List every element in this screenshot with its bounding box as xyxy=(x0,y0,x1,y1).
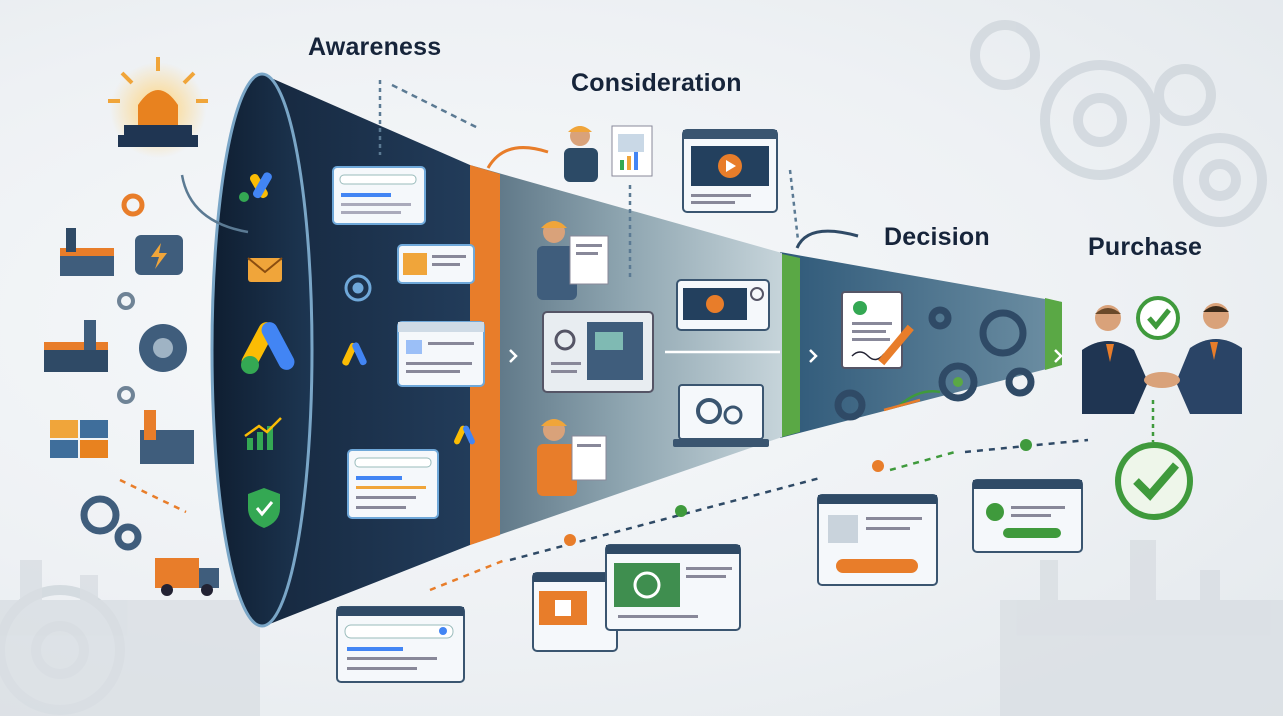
text-ad-card xyxy=(397,321,485,387)
factory-icon xyxy=(60,228,114,276)
search-results-card xyxy=(336,606,465,683)
laptop-gears-icon xyxy=(673,384,769,447)
google-ads-icon xyxy=(342,342,367,366)
band-chevrons xyxy=(509,349,1063,363)
gear-icon xyxy=(117,386,135,404)
stage-label-purchase: Purchase xyxy=(1088,233,1203,261)
engine-icon xyxy=(135,235,183,275)
google-ads-icon xyxy=(454,425,475,445)
gear-icon xyxy=(121,193,145,217)
video-browser-icon xyxy=(682,129,778,213)
email-icon xyxy=(247,257,283,282)
google-ads-icon xyxy=(241,322,295,374)
gears-icon xyxy=(834,306,1035,421)
awareness-icons xyxy=(239,172,295,528)
video-ad-card xyxy=(532,572,618,652)
confirmation-card xyxy=(972,479,1083,553)
alert-beacon-icon xyxy=(108,57,208,158)
checkmark-icon xyxy=(1115,442,1193,520)
growth-chart-icon xyxy=(244,417,282,450)
handshake-icon xyxy=(1082,303,1242,414)
search-results-card xyxy=(347,449,439,519)
contract-signing-icon xyxy=(841,291,914,369)
search-ad-card xyxy=(332,166,426,225)
engineer-clipboard-icon xyxy=(537,419,607,496)
delivery-truck-icon xyxy=(155,558,219,596)
factory-icon xyxy=(140,410,194,464)
bottom-cards xyxy=(336,479,1083,683)
stage-label-decision: Decision xyxy=(884,223,990,251)
engine-block-icon xyxy=(139,324,187,372)
machinery-icon xyxy=(542,311,654,393)
decision-icons xyxy=(834,291,1035,421)
left-column-icons xyxy=(44,57,219,596)
gear-target-icon xyxy=(344,274,372,302)
consideration-icons xyxy=(537,125,778,496)
engineer-clipboard-icon xyxy=(564,125,653,182)
engineer-clipboard-icon xyxy=(537,221,609,300)
gear-icon xyxy=(117,292,135,310)
checkmark-icon xyxy=(1136,296,1180,340)
stage-label-consideration: Consideration xyxy=(571,69,742,97)
shield-check-icon xyxy=(248,488,280,528)
image-ad-card xyxy=(397,244,475,284)
factory-icon xyxy=(44,320,108,372)
video-player-icon xyxy=(676,279,770,331)
gears-icon xyxy=(80,495,142,551)
purchase-icons xyxy=(1082,296,1242,520)
decision-green-band xyxy=(782,254,800,437)
awareness-cards xyxy=(332,166,485,519)
google-ads-icon xyxy=(239,172,272,202)
container-stack-icon xyxy=(50,420,108,458)
stage-label-awareness: Awareness xyxy=(308,33,442,61)
video-ad-card xyxy=(605,544,741,631)
background-skyline xyxy=(0,540,1283,716)
flow-dots xyxy=(564,439,1032,546)
landing-page-card xyxy=(817,494,938,586)
